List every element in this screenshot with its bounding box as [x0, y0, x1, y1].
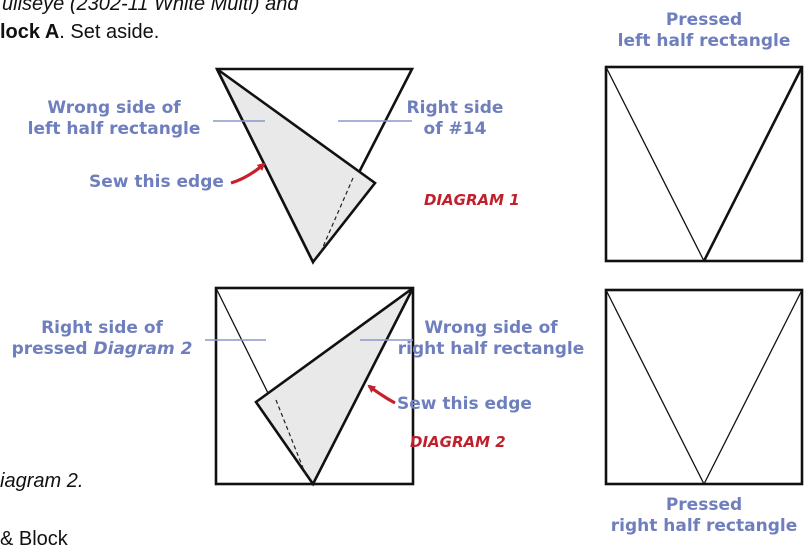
right-side-14-label: Right side of #14 [405, 98, 505, 140]
instruction-line-1: ullseye (2302-11 White Multi) and [2, 0, 298, 16]
wrong-side-right-line-1: Wrong side of [424, 318, 558, 338]
diagram-1-seam-line [318, 177, 354, 257]
right-side-pressed-line-2a: pressed [11, 339, 94, 359]
pressed-left-half-figure [604, 65, 804, 263]
pressed-right-diag-a [605, 289, 705, 485]
sew-this-edge-2-text: Sew this edge [397, 394, 532, 414]
instruction-line-2: lock A. Set aside. [0, 21, 159, 44]
diagram-2-figure [205, 286, 415, 487]
right-side-14-line-2: of #14 [423, 119, 487, 139]
right-side-pressed-line-1: Right side of [41, 318, 163, 338]
sew-edge-arrow-2 [367, 384, 396, 405]
pressed-right-half-figure [604, 288, 804, 486]
wrong-side-left-line-1: Wrong side of [47, 98, 181, 118]
block-a-label: lock A [0, 21, 60, 43]
pressed-left-square [604, 65, 804, 263]
diagram-1-figure [213, 67, 415, 265]
right-side-pressed-line-2: pressed Diagram 2 [2, 339, 202, 360]
right-side-14-line-1: Right side [406, 98, 504, 118]
wrong-side-left-line-2: left half rectangle [27, 119, 201, 139]
diagram-2-right-half-rectangle [254, 286, 415, 487]
diagram-2-title: DIAGRAM 2 [410, 433, 506, 451]
pressed-right-caption-line-1: Pressed [665, 495, 743, 515]
instruction-line-1-text: ullseye (2302-11 White Multi) and [2, 0, 299, 15]
right-side-pressed-line-2b: Diagram 2 [93, 339, 193, 359]
instruction-line-3: iagram 2. [0, 470, 83, 493]
pressed-left-caption: Pressed left half rectangle [606, 10, 802, 52]
sew-this-edge-2: Sew this edge [397, 394, 532, 415]
wrong-side-right-label: Wrong side of right half rectangle [393, 318, 589, 360]
instruction-line-2-rest: . Set aside. [59, 21, 160, 43]
diagram-2-reference: iagram 2. [0, 470, 84, 492]
pressed-left-caption-line-2: left half rectangle [617, 31, 791, 51]
diagram-2-title-text: DIAGRAM 2 [410, 433, 506, 451]
pressed-right-diag-b [703, 289, 803, 485]
pressed-left-diag-a [605, 66, 705, 262]
pressed-left-caption-line-1: Pressed [665, 10, 743, 30]
pressed-left-diag-b [702, 66, 804, 262]
pressed-right-caption-line-2: right half rectangle [610, 516, 798, 536]
wrong-side-right-line-2: right half rectangle [397, 339, 585, 359]
sew-edge-arrow-1 [230, 162, 266, 185]
diagram-1-title: DIAGRAM 1 [424, 191, 520, 209]
wrong-side-left-label: Wrong side of left half rectangle [16, 98, 212, 140]
sew-this-edge-1: Sew this edge [89, 172, 224, 193]
sew-this-edge-1-text: Sew this edge [89, 172, 224, 192]
pressed-right-caption: Pressed right half rectangle [606, 495, 802, 537]
pressed-right-square [604, 288, 804, 486]
diagram-1-title-text: DIAGRAM 1 [424, 191, 520, 209]
right-side-pressed-label: Right side of pressed Diagram 2 [2, 318, 202, 360]
